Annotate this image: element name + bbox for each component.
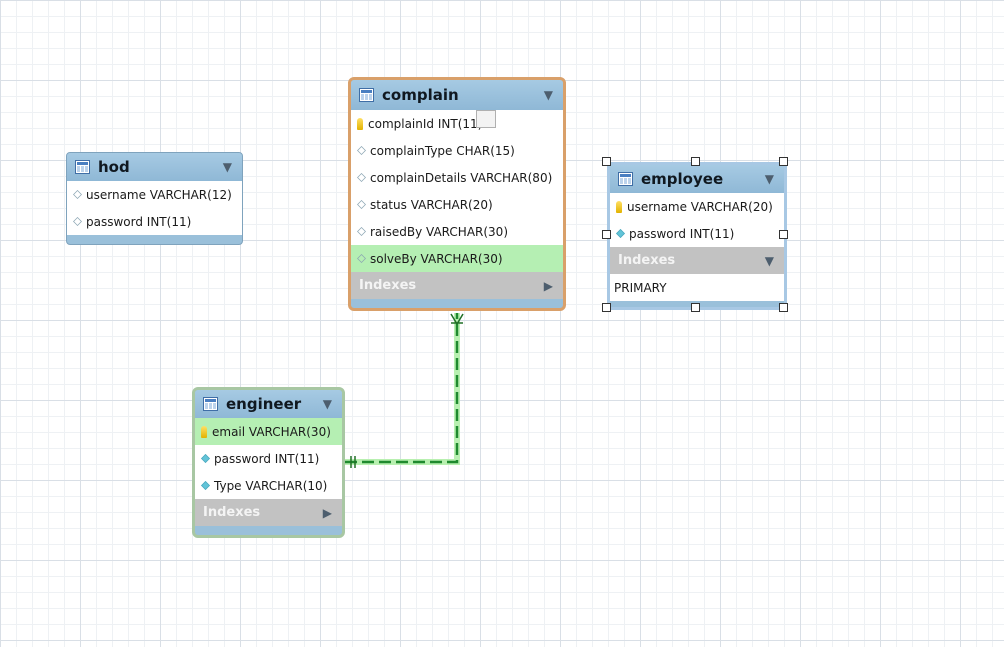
indexes-label: Indexes — [618, 253, 676, 268]
column-row[interactable]: Type VARCHAR(10) — [195, 472, 342, 499]
collapse-icon[interactable]: ▼ — [222, 160, 232, 174]
column-label: Type VARCHAR(10) — [214, 478, 328, 493]
column-row[interactable]: password INT(11) — [67, 208, 242, 235]
table-name: employee — [641, 170, 724, 188]
collapse-icon[interactable]: ▼ — [543, 88, 553, 102]
table-footer — [67, 235, 242, 244]
column-diamond-icon — [357, 200, 366, 209]
table-footer — [351, 299, 563, 308]
column-label: username VARCHAR(12) — [86, 187, 232, 202]
column-row[interactable]: raisedBy VARCHAR(30) — [351, 218, 563, 245]
index-label: PRIMARY — [614, 280, 667, 295]
column-label: email VARCHAR(30) — [212, 424, 331, 439]
column-row[interactable]: username VARCHAR(20) — [610, 193, 784, 220]
column-row-highlighted[interactable]: email VARCHAR(30) — [195, 418, 342, 445]
column-row[interactable]: password INT(11) — [195, 445, 342, 472]
column-label: complainType CHAR(15) — [370, 143, 515, 158]
relationship-path — [345, 313, 459, 464]
indexes-section-header[interactable]: Indexes ▼ — [610, 247, 784, 274]
cursor-tooltip — [476, 110, 496, 128]
column-diamond-icon — [73, 217, 82, 226]
table-header[interactable]: engineer ▼ — [195, 390, 342, 418]
column-diamond-icon — [357, 146, 366, 155]
table-footer — [195, 526, 342, 535]
table-icon — [359, 88, 374, 102]
table-header[interactable]: hod ▼ — [67, 153, 242, 181]
table-icon — [618, 172, 633, 186]
column-diamond-filled-icon — [201, 454, 210, 463]
column-label: username VARCHAR(20) — [627, 199, 773, 214]
column-label: complainId INT(11) — [368, 116, 483, 131]
column-diamond-icon — [357, 227, 366, 236]
column-row[interactable]: username VARCHAR(12) — [67, 181, 242, 208]
table-icon — [75, 160, 90, 174]
indexes-label: Indexes — [359, 278, 417, 293]
primary-key-icon — [357, 117, 363, 130]
resize-handle-bottom-left[interactable] — [602, 303, 611, 312]
table-icon — [203, 397, 218, 411]
resize-handle-bottom-right[interactable] — [779, 303, 788, 312]
indexes-section-header[interactable]: Indexes ▶ — [195, 499, 342, 526]
column-row[interactable]: status VARCHAR(20) — [351, 191, 563, 218]
column-row[interactable]: complainDetails VARCHAR(80) — [351, 164, 563, 191]
one-cardinality-marker — [350, 456, 356, 468]
expand-icon[interactable]: ▶ — [322, 505, 332, 520]
relationship-path-highlight — [345, 313, 460, 465]
column-diamond-icon — [357, 173, 366, 182]
resize-handle-top-left[interactable] — [602, 157, 611, 166]
column-row[interactable]: complainId INT(11) — [351, 110, 563, 137]
indexes-label: Indexes — [203, 505, 261, 520]
table-hod[interactable]: hod ▼ username VARCHAR(12) password INT(… — [66, 152, 243, 245]
table-name: hod — [98, 158, 130, 176]
table-name: complain — [382, 86, 459, 104]
table-engineer[interactable]: engineer ▼ email VARCHAR(30) password IN… — [192, 387, 345, 538]
expand-icon[interactable]: ▶ — [543, 278, 553, 293]
primary-key-icon — [616, 200, 622, 213]
column-diamond-filled-icon — [201, 481, 210, 490]
table-header[interactable]: employee ▼ — [610, 165, 784, 193]
collapse-icon[interactable]: ▼ — [764, 253, 774, 268]
column-row-highlighted[interactable]: solveBy VARCHAR(30) — [351, 245, 563, 272]
table-name: engineer — [226, 395, 302, 413]
column-label: status VARCHAR(20) — [370, 197, 493, 212]
table-complain[interactable]: complain ▼ complainId INT(11) complainTy… — [348, 77, 566, 311]
column-label: password INT(11) — [86, 214, 192, 229]
indexes-section-header[interactable]: Indexes ▶ — [351, 272, 563, 299]
table-header[interactable]: complain ▼ — [351, 80, 563, 110]
collapse-icon[interactable]: ▼ — [322, 397, 332, 411]
column-row[interactable]: complainType CHAR(15) — [351, 137, 563, 164]
column-label: password INT(11) — [214, 451, 320, 466]
collapse-icon[interactable]: ▼ — [764, 172, 774, 186]
column-diamond-icon — [73, 190, 82, 199]
resize-handle-left[interactable] — [602, 230, 611, 239]
index-row[interactable]: PRIMARY — [610, 274, 784, 301]
column-label: raisedBy VARCHAR(30) — [370, 224, 508, 239]
column-row[interactable]: password INT(11) — [610, 220, 784, 247]
resize-handle-bottom[interactable] — [691, 303, 700, 312]
column-diamond-filled-icon — [616, 229, 625, 238]
column-diamond-icon — [357, 254, 366, 263]
column-label: solveBy VARCHAR(30) — [370, 251, 503, 266]
many-cardinality-marker — [450, 313, 464, 325]
table-employee[interactable]: employee ▼ username VARCHAR(20) password… — [607, 162, 787, 310]
resize-handle-top-right[interactable] — [779, 157, 788, 166]
column-label: complainDetails VARCHAR(80) — [370, 170, 553, 185]
resize-handle-right[interactable] — [779, 230, 788, 239]
column-label: password INT(11) — [629, 226, 735, 241]
primary-key-icon — [201, 425, 207, 438]
resize-handle-top[interactable] — [691, 157, 700, 166]
